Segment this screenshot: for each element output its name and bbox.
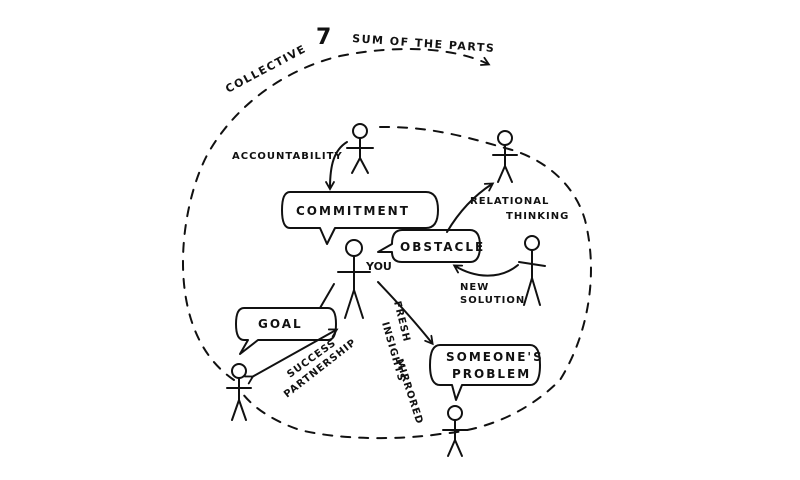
- figure-relational-person: [492, 130, 518, 183]
- greater-than-sign: 7: [316, 25, 331, 50]
- commitment-text: COMMITMENT: [296, 204, 410, 218]
- figure-new-solution-person: [518, 235, 546, 306]
- figure-accountability-person: [346, 123, 374, 174]
- someones-problem-text-line1: SOMEONE'S: [446, 350, 544, 364]
- arrow-new-solution-to-obstacle: [452, 264, 519, 277]
- sum-of-parts-label: SUM OF THE PARTS: [352, 32, 496, 55]
- figure-insights-person: [442, 405, 468, 457]
- bubble-obstacle: OBSTACLE: [377, 229, 485, 263]
- obstacle-text: OBSTACLE: [400, 240, 485, 254]
- collective-label: COLLECTIVE: [223, 42, 308, 96]
- arrow-you-to-someones-problem: [377, 281, 434, 346]
- outer-dashed-loop: [182, 48, 491, 381]
- bottom-dashed-loop: [239, 389, 441, 440]
- new-solution-label-line1: NEW: [460, 282, 489, 293]
- right-dashed-loop: [379, 125, 592, 435]
- someones-problem-text-line2: PROBLEM: [452, 367, 531, 381]
- goal-tail-line: [319, 283, 335, 309]
- you-label: YOU: [365, 260, 392, 273]
- mirrored-label: MIRRORED: [393, 358, 425, 426]
- goal-text: GOAL: [258, 317, 303, 331]
- bubble-someones-problem: SOMEONE'S PROBLEM: [429, 344, 544, 401]
- arrow-partnership-double: [243, 328, 339, 385]
- relational-label-line2: THINKING: [506, 211, 569, 222]
- arrow-accountability-to-commitment: [325, 141, 348, 191]
- figure-partnership-person: [226, 363, 252, 421]
- bubble-commitment: COMMITMENT: [281, 191, 439, 245]
- figure-you: [337, 239, 371, 319]
- header: COLLECTIVE 7 SUM OF THE PARTS: [223, 25, 495, 96]
- relational-label-line1: RELATIONAL: [470, 196, 549, 207]
- new-solution-label-line2: SOLUTION: [460, 295, 525, 306]
- arrow-obstacle-to-relational: [446, 182, 495, 233]
- accountability-label: ACCOUNTABILITY: [232, 151, 343, 162]
